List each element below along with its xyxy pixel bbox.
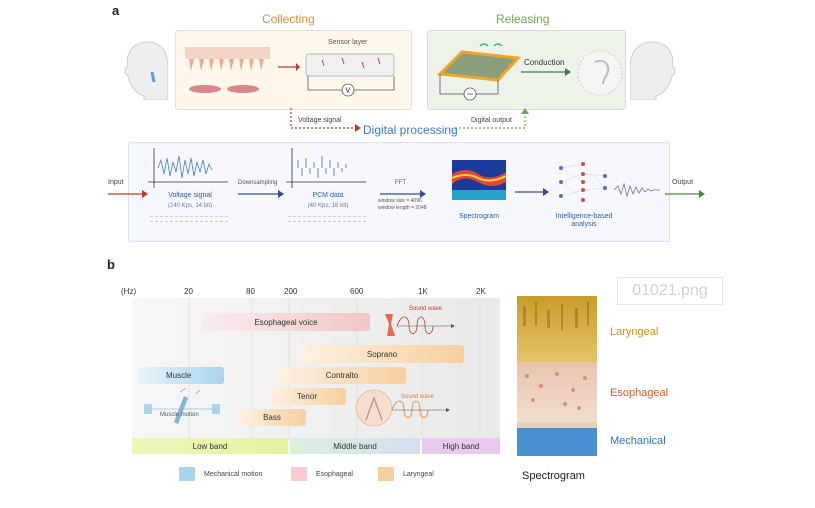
freq-tick-1k: 1K — [418, 287, 428, 296]
sound-wave-laryngeal-illustration — [355, 389, 450, 427]
right-head-icon — [630, 41, 676, 100]
esophageal-label: Esophageal — [610, 387, 669, 399]
legend-swatch-laryngeal — [378, 467, 394, 481]
svg-text:V: V — [346, 88, 351, 95]
sound-wave-label-1: Sound wave — [409, 306, 443, 312]
downsampling-arrow-icon — [238, 190, 284, 198]
left-head-icon — [124, 41, 168, 100]
legend-label-mechanical: Mechanical motion — [204, 471, 263, 478]
fft-arrow-icon — [380, 190, 426, 198]
mechanical-label: Mechanical — [610, 435, 666, 447]
digital-output-label: Digital output — [471, 117, 512, 124]
conduction-label: Conduction — [524, 58, 565, 67]
muscle-bar: Muscle — [138, 367, 224, 384]
muscle-motion-illustration — [144, 388, 220, 424]
hz-label: (Hz) — [121, 287, 137, 296]
downsampling-label: Downsampling — [238, 180, 278, 186]
analysis-label-1: Intelligence-based — [555, 213, 613, 220]
release-device-illustration — [436, 43, 522, 101]
legend-label-esophageal: Esophageal — [316, 471, 353, 478]
input-arrow-icon — [108, 190, 148, 198]
spectrogram-caption: Spectrogram — [522, 470, 585, 482]
analysis-label-2: analysis — [571, 221, 597, 228]
voltage-signal-plot — [148, 148, 228, 188]
pcm-data-plot — [286, 148, 366, 188]
sound-wave-esophageal-illustration — [385, 314, 455, 336]
to-analysis-arrow-icon — [515, 188, 549, 196]
contralto-bar: Contralto — [278, 367, 406, 384]
freq-tick-80: 80 — [246, 287, 255, 296]
spectrogram-image — [517, 296, 597, 456]
skin-tissue-illustration — [185, 47, 270, 93]
fft-label: FFT — [395, 180, 406, 186]
soprano-bar: Soprano — [300, 345, 464, 363]
digital-processing-arrows — [290, 108, 529, 132]
middle-band: Middle band — [290, 438, 420, 454]
high-band: High band — [422, 438, 500, 454]
voltage-signal-label: Voltage signal — [168, 192, 212, 199]
input-label: Input — [108, 179, 124, 186]
fft-params-1: window size = 4096 — [378, 198, 422, 204]
output-arrow-icon — [665, 190, 705, 198]
muscle-motion-label: Muscle motion — [160, 412, 199, 418]
freq-tick-2k: 2K — [476, 287, 486, 296]
bass-bar: Bass — [238, 409, 306, 426]
output-wave-icon — [614, 182, 660, 198]
pcm-bits-strip — [288, 216, 366, 222]
esophageal-voice-bar: Esophageal voice — [202, 313, 370, 331]
arrow-to-sensor-icon — [278, 63, 300, 71]
legend-swatch-mechanical — [179, 467, 195, 481]
tenor-bar: Tenor — [268, 388, 346, 405]
spectrogram-thumbnail — [452, 160, 506, 200]
freq-tick-200: 200 — [284, 287, 298, 296]
digital-processing-title: Digital processing — [363, 123, 458, 137]
laryngeal-label: Laryngeal — [610, 326, 659, 338]
sensor-layer-illustration: V — [305, 53, 395, 97]
voltage-signal-arrow-label: Voltage signal — [298, 117, 342, 124]
legend-swatch-esophageal — [291, 467, 307, 481]
sensor-layer-label: Sensor layer — [328, 39, 368, 46]
neural-network-icon — [559, 162, 607, 202]
pcm-data-spec: (40 Kps, 16 bit) — [307, 203, 349, 209]
low-band: Low band — [132, 438, 288, 454]
voltage-bits-strip — [150, 216, 228, 222]
panel-b-label: b — [107, 257, 115, 272]
collecting-title: Collecting — [262, 12, 315, 26]
conduction-arrow-icon — [521, 68, 571, 76]
ear-icon — [577, 50, 623, 96]
fft-params-2: window length = 2048 — [378, 205, 427, 211]
freq-tick-600: 600 — [350, 287, 364, 296]
spectrogram-label: Spectrogram — [458, 213, 500, 220]
panel-a-label: a — [112, 3, 120, 18]
legend-label-laryngeal: Laryngeal — [403, 471, 434, 478]
watermark: 01021.png — [617, 277, 723, 305]
releasing-title: Releasing — [496, 12, 550, 26]
sound-wave-label-2: Sound wave — [401, 394, 435, 400]
freq-tick-20: 20 — [184, 287, 193, 296]
voltage-signal-spec: (240 Kps, 14 bit) — [167, 203, 213, 209]
pipeline-box — [128, 142, 670, 242]
output-label: Output — [672, 179, 694, 186]
pcm-data-label: PCM data — [312, 192, 344, 199]
